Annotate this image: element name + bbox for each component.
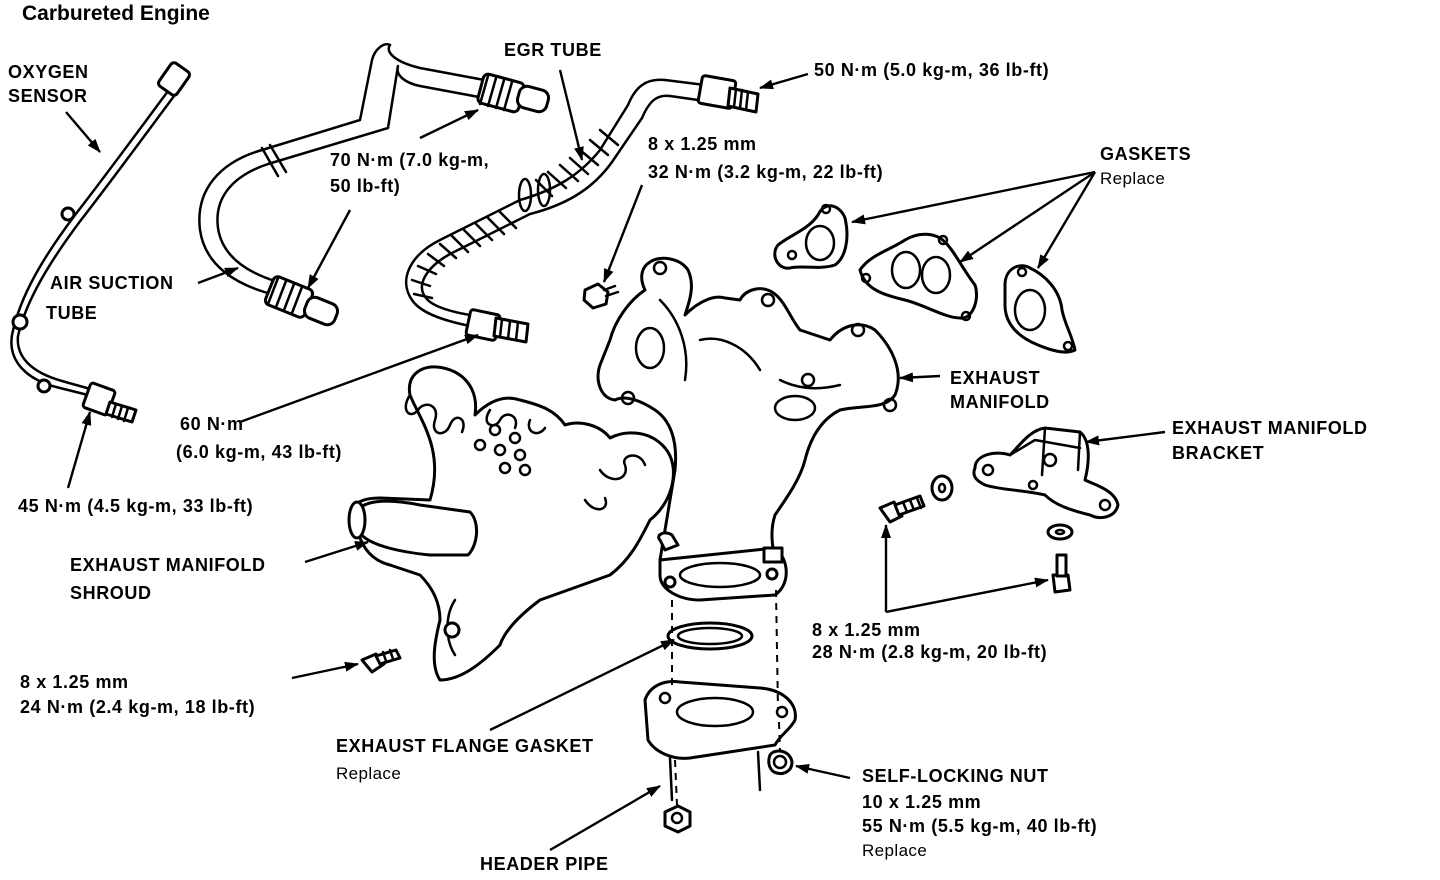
label-air-suction-torque-2: 50 lb-ft) [330,176,400,196]
exhaust-manifold-bracket [972,426,1120,519]
air-suction-tube [198,43,551,327]
label-nut-note: Replace [862,841,927,860]
label-egr-tube: EGR TUBE [504,40,602,60]
label-bracket-bolt-spec-2: 28 N·m (2.8 kg-m, 20 lb-ft) [812,642,1047,662]
exhaust-flange-gasket [666,621,754,651]
label-stud-spec-2: 32 N·m (3.2 kg-m, 22 lb-ft) [648,162,883,182]
label-oxygen-sensor-1: OXYGEN [8,62,89,82]
label-exhaust-manifold-2: MANIFOLD [950,392,1050,412]
leader-lines [65,69,1166,852]
egr-tube [404,74,760,344]
label-exhaust-manifold-1: EXHAUST [950,368,1040,388]
diagram-title: Carbureted Engine [22,2,210,25]
label-air-suction-tube-1: AIR SUCTION [50,273,174,293]
exhaust-manifold [596,256,900,602]
label-flange-gasket-note: Replace [336,764,401,783]
label-self-locking-nut-3: 55 N·m (5.5 kg-m, 40 lb-ft) [862,816,1097,836]
label-self-locking-nut-1: SELF-LOCKING NUT [862,766,1049,786]
label-flange-gasket: EXHAUST FLANGE GASKET [336,736,594,756]
label-air-suction-tube-2: TUBE [46,303,97,323]
oxygen-sensor [10,61,191,424]
label-air-suction-torque-1: 70 N·m (7.0 kg-m, [330,150,489,170]
label-stud-spec-1: 8 x 1.25 mm [648,134,757,154]
label-shroud-bolt-spec-2: 24 N·m (2.4 kg-m, 18 lb-ft) [20,697,255,717]
label-sensor-torque: 45 N·m (4.5 kg-m, 33 lb-ft) [18,496,253,516]
label-shroud-2: SHROUD [70,583,152,603]
label-shroud-1: EXHAUST MANIFOLD [70,555,266,575]
label-header-pipe: HEADER PIPE [480,854,609,874]
stud-nut [582,282,610,310]
header-pipe [643,680,797,802]
label-oxygen-sensor-2: SENSOR [8,86,88,106]
exhaust-manifold-shroud [347,365,675,682]
label-gaskets-note: Replace [1100,169,1165,188]
label-egr-lower-torque-1: 60 N·m [180,414,244,434]
label-bracket-bolt-spec-1: 8 x 1.25 mm [812,620,921,640]
label-egr-lower-torque-2: (6.0 kg-m, 43 lb-ft) [176,442,342,462]
label-bracket-2: BRACKET [1172,443,1264,463]
label-bracket-1: EXHAUST MANIFOLD [1172,418,1368,438]
fasteners [360,282,1074,834]
label-gaskets: GASKETS [1100,144,1191,164]
label-egr-fitting-torque: 50 N·m (5.0 kg-m, 36 lb-ft) [814,60,1049,80]
label-self-locking-nut-2: 10 x 1.25 mm [862,792,981,812]
callout-labels: OXYGEN SENSOR EGR TUBE 50 N·m (5.0 kg-m,… [8,40,1368,874]
label-shroud-bolt-spec-1: 8 x 1.25 mm [20,672,129,692]
manifold-gaskets [773,203,1077,354]
